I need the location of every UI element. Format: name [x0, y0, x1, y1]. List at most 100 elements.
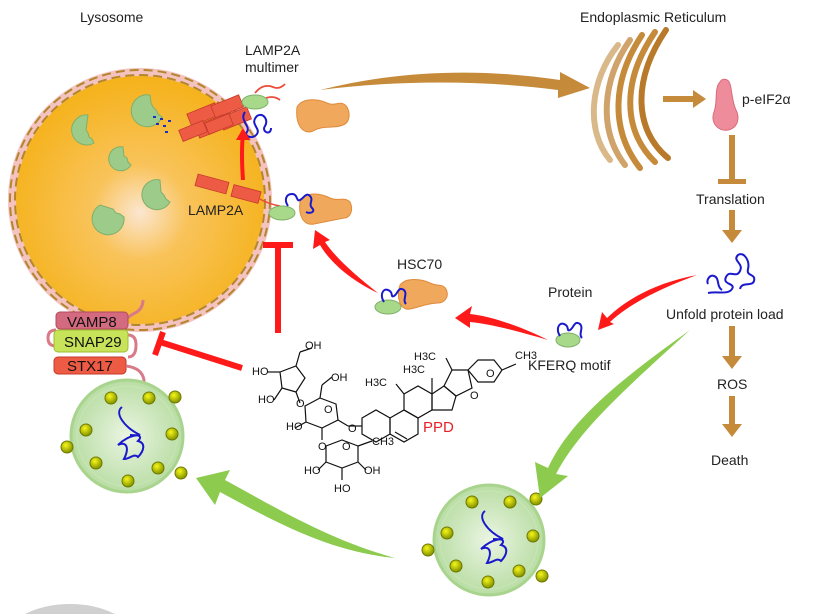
- svg-text:HO: HO: [304, 465, 321, 477]
- snare-complex: VAMP8 SNAP29 STX17: [46, 311, 146, 392]
- svg-text:O: O: [318, 441, 327, 453]
- ppd-atom-labels: OH HO HO OH HO O O O O O CH3 HO OH HO H3…: [252, 340, 537, 495]
- ppd-inhibit-snare: [159, 339, 243, 371]
- inhibit-tbar: [718, 179, 746, 184]
- macroautophagy-arrow: [535, 330, 690, 498]
- lamp2a-label: LAMP2A: [188, 202, 244, 218]
- kferq-motif-blob: [268, 205, 296, 221]
- lamp2a-tail: [254, 83, 286, 94]
- translation-arrow: [729, 210, 735, 232]
- svg-text:O: O: [342, 441, 351, 453]
- er-stress-arrow: [320, 72, 590, 98]
- svg-text:HO: HO: [252, 366, 269, 378]
- ppd-structure: [268, 347, 517, 480]
- stx17-anchor: [125, 364, 146, 392]
- inhibit-tbar: [152, 331, 166, 356]
- lysosome-outer-dashes: [9, 69, 271, 331]
- snap29-label: SNAP29: [64, 334, 122, 351]
- binding-arrow: [455, 306, 548, 340]
- autophagosome-dots: [421, 492, 549, 589]
- svg-text:CH3: CH3: [372, 436, 394, 448]
- cargo-protein-icon: [480, 510, 508, 565]
- svg-text:H3C: H3C: [414, 351, 436, 363]
- unfolded-protein-icon: [380, 287, 407, 305]
- arrowhead: [722, 424, 742, 437]
- svg-text:O: O: [296, 398, 305, 410]
- unfolded-protein-icon: [556, 321, 583, 339]
- er-to-peif2a-arrow: [663, 96, 693, 102]
- autophagosome-bottom: [421, 483, 549, 597]
- lamp2a-multimer-label-2: multimer: [245, 59, 299, 75]
- unfold-protein-label: Unfold protein load: [666, 306, 784, 322]
- protein-fragment-icon: [141, 179, 171, 211]
- vamp8-label: VAMP8: [67, 314, 117, 331]
- lysosome-inner-dashes: [14, 74, 266, 326]
- ros-label: ROS: [717, 376, 747, 392]
- oligomerize-arrow: [240, 133, 245, 181]
- hsc70-icon: [397, 279, 448, 310]
- autophagosome-dots: [60, 390, 188, 488]
- svg-text:O: O: [348, 423, 357, 435]
- svg-text:HO: HO: [334, 483, 351, 495]
- lamp2a-multimer-label-1: LAMP2A: [245, 42, 301, 58]
- peptide-fragments: [153, 116, 171, 133]
- death-label: Death: [711, 452, 748, 468]
- unfold-to-ros-arrow: [729, 326, 735, 358]
- ppd-inhibit-lamp2a: [275, 245, 281, 333]
- stx17-box: [53, 356, 127, 375]
- arrowhead: [693, 90, 706, 108]
- svg-text:OH: OH: [331, 372, 348, 384]
- stx17-label: STX17: [67, 358, 113, 375]
- translation-label: Translation: [696, 191, 765, 207]
- hsc70-icon: [296, 99, 350, 133]
- svg-text:HO: HO: [286, 421, 303, 433]
- cargo-protein-icon: [117, 406, 145, 461]
- arrowhead: [722, 356, 742, 369]
- svg-text:O: O: [470, 390, 479, 402]
- svg-text:OH: OH: [305, 340, 322, 352]
- lamp2a-monomer: [194, 173, 262, 204]
- lamp2a-tail: [257, 197, 281, 207]
- endoplasmic-reticulum-icon: [590, 27, 671, 171]
- translocation-arrow: [313, 230, 378, 293]
- protein-fragment-icon: [108, 146, 132, 172]
- svg-text:H3C: H3C: [365, 377, 387, 389]
- degraded-proteins: [71, 94, 171, 236]
- ros-to-death-arrow: [729, 396, 735, 426]
- arrowhead: [236, 128, 250, 140]
- protein-fragment-icon: [130, 94, 163, 128]
- protein-label: Protein: [548, 284, 592, 300]
- hsc70-icon: [299, 193, 353, 225]
- arrowhead: [722, 230, 742, 243]
- vamp8-box: [55, 311, 129, 330]
- peif2a-inhibit-bar: [729, 135, 735, 180]
- unfolded-protein-icon: [706, 253, 756, 294]
- unfolded-protein-icon: [284, 192, 315, 214]
- cropped-decoration: [25, 604, 115, 614]
- protein-fragment-icon: [91, 204, 125, 236]
- peif2a-label: p-eIF2α: [742, 91, 791, 107]
- kferq-motif-blob: [555, 332, 581, 348]
- snap29-box: [53, 329, 129, 353]
- kferq-motif-blob: [241, 94, 269, 110]
- svg-text:H3C: H3C: [403, 364, 425, 376]
- inhibit-tbar: [263, 242, 293, 248]
- peif2a-icon: [712, 78, 739, 131]
- svg-text:O: O: [486, 368, 495, 380]
- autophagosome-left: [60, 378, 188, 494]
- protein-fragment-icon: [71, 114, 95, 146]
- lysosome-label: Lysosome: [80, 9, 144, 25]
- kferq-label: KFERQ motif: [528, 357, 611, 373]
- svg-text:O: O: [324, 404, 333, 416]
- hsc70-label: HSC70: [397, 256, 442, 272]
- fusion-arrow: [196, 470, 395, 558]
- recognition-arrow: [598, 275, 697, 330]
- er-label: Endoplasmic Reticulum: [580, 9, 726, 25]
- lamp2a-multimer: [178, 94, 253, 142]
- ppd-label: PPD: [423, 419, 454, 436]
- svg-text:CH3: CH3: [515, 350, 537, 362]
- svg-text:OH: OH: [364, 465, 381, 477]
- svg-text:HO: HO: [258, 394, 275, 406]
- kferq-motif-blob: [374, 299, 402, 315]
